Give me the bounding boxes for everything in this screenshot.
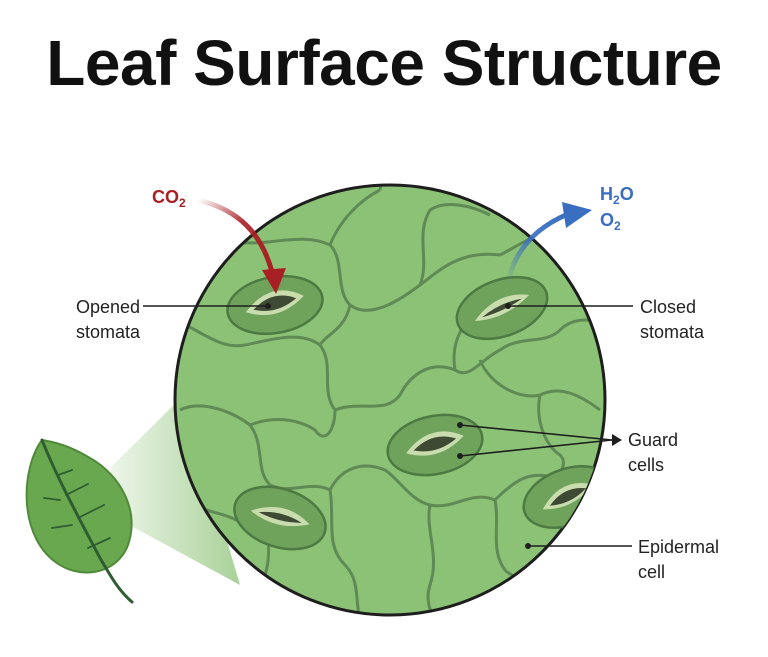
co2-arrow — [195, 197, 275, 275]
stoma-closed-top-right — [455, 275, 549, 341]
guard-cells-leader-lower — [459, 439, 613, 457]
epidermis-circle — [173, 183, 607, 617]
stoma-opened-top-left — [226, 274, 324, 336]
co2-label: CO2 — [152, 187, 186, 210]
opened-stomata-label-line1: Opened — [76, 297, 140, 317]
h2o-label: H2O — [600, 184, 634, 207]
closed-stomata-label-line2: stomata — [640, 322, 705, 342]
leaf-icon — [25, 438, 134, 604]
h2o-o2-arrowhead — [562, 202, 592, 228]
stoma-bottom-left — [233, 485, 327, 551]
guard-cells-leader-upper — [459, 424, 613, 441]
closed-stomata-label-line1: Closed — [640, 297, 696, 317]
o2-label: O2 — [600, 210, 621, 233]
co2-arrowhead — [262, 268, 286, 294]
magnification-cone — [110, 395, 240, 585]
guard-cells-label-line2: cells — [628, 455, 664, 475]
h2o-o2-arrow — [505, 211, 571, 285]
stoma-center — [386, 413, 484, 477]
epidermal-cell-label-line1: Epidermal — [638, 537, 719, 557]
page-title: Leaf Surface Structure — [46, 27, 722, 99]
guard-cells-label-line1: Guard — [628, 430, 678, 450]
epidermal-cell-label-line2: cell — [638, 562, 665, 582]
opened-stomata-label-line2: stomata — [76, 322, 141, 342]
guard-cells-arrowhead — [612, 434, 622, 446]
